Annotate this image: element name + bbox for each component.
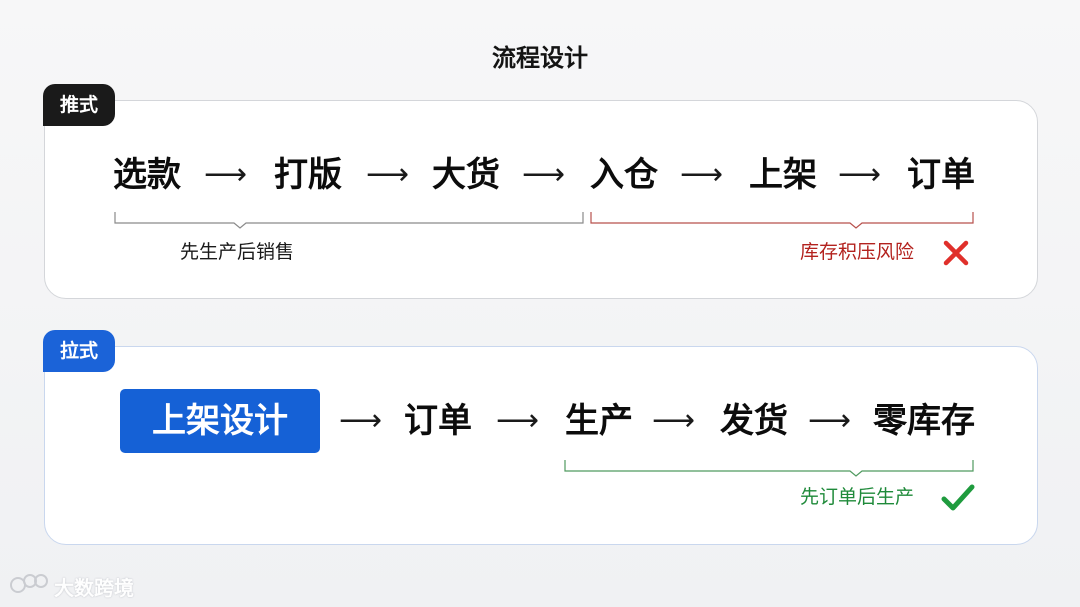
pull-arrow-2: ⟶ <box>496 403 540 438</box>
pull-step-shipping: 发货 <box>720 401 788 441</box>
pull-arrow-3: ⟶ <box>652 403 696 438</box>
push-bracket-left <box>114 211 584 231</box>
push-arrow-2: ⟶ <box>366 157 410 192</box>
push-note-left: 先生产后销售 <box>180 241 295 263</box>
push-step-warehouse: 入仓 <box>590 155 658 195</box>
pull-arrow-4: ⟶ <box>808 403 852 438</box>
check-mark-icon <box>940 482 976 518</box>
pull-highlight-design: 上架设计 <box>120 389 320 453</box>
pull-bracket-line <box>564 460 974 477</box>
pull-note: 先订单后生产 <box>800 486 915 508</box>
push-bracket-right-line <box>590 212 974 229</box>
push-arrow-5: ⟶ <box>838 157 882 192</box>
pull-step-order: 订单 <box>404 401 472 441</box>
brand-logo-icon <box>10 571 48 601</box>
pull-step-zero-stock: 零库存 <box>873 401 975 441</box>
push-step-bulk: 大货 <box>432 155 500 195</box>
push-arrow-4: ⟶ <box>680 157 724 192</box>
push-note-right: 库存积压风险 <box>800 241 915 263</box>
diagram-title: 流程设计 <box>492 44 588 72</box>
push-bracket-left-line <box>114 212 584 229</box>
push-tag: 推式 <box>43 84 115 126</box>
pull-tag: 拉式 <box>43 330 115 372</box>
pull-arrow-1: ⟶ <box>339 403 383 438</box>
x-mark-icon <box>941 238 971 272</box>
push-panel <box>44 100 1038 299</box>
push-step-sample: 打版 <box>274 155 342 195</box>
watermark-text: 大数跨境 <box>54 575 134 600</box>
push-step-select-style: 选款 <box>113 155 181 195</box>
push-step-listing: 上架 <box>749 155 817 195</box>
pull-bracket <box>564 459 976 479</box>
push-arrow-1: ⟶ <box>204 157 248 192</box>
push-arrow-3: ⟶ <box>522 157 566 192</box>
watermark: 大数跨境 <box>10 570 134 602</box>
push-bracket-right <box>590 211 975 231</box>
pull-step-production: 生产 <box>565 401 633 441</box>
push-step-order: 订单 <box>907 155 975 195</box>
